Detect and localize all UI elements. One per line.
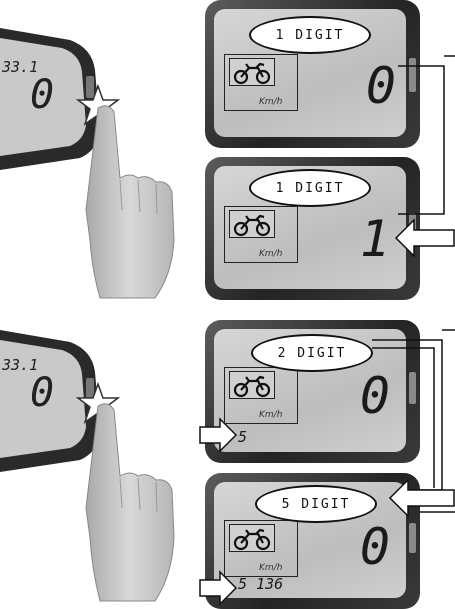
arrow-pointer-icon xyxy=(198,570,238,606)
arrow-pointer-icon xyxy=(388,478,455,518)
arrow-pointer-icon xyxy=(198,417,238,453)
arrow-pointer-icon xyxy=(394,218,455,258)
